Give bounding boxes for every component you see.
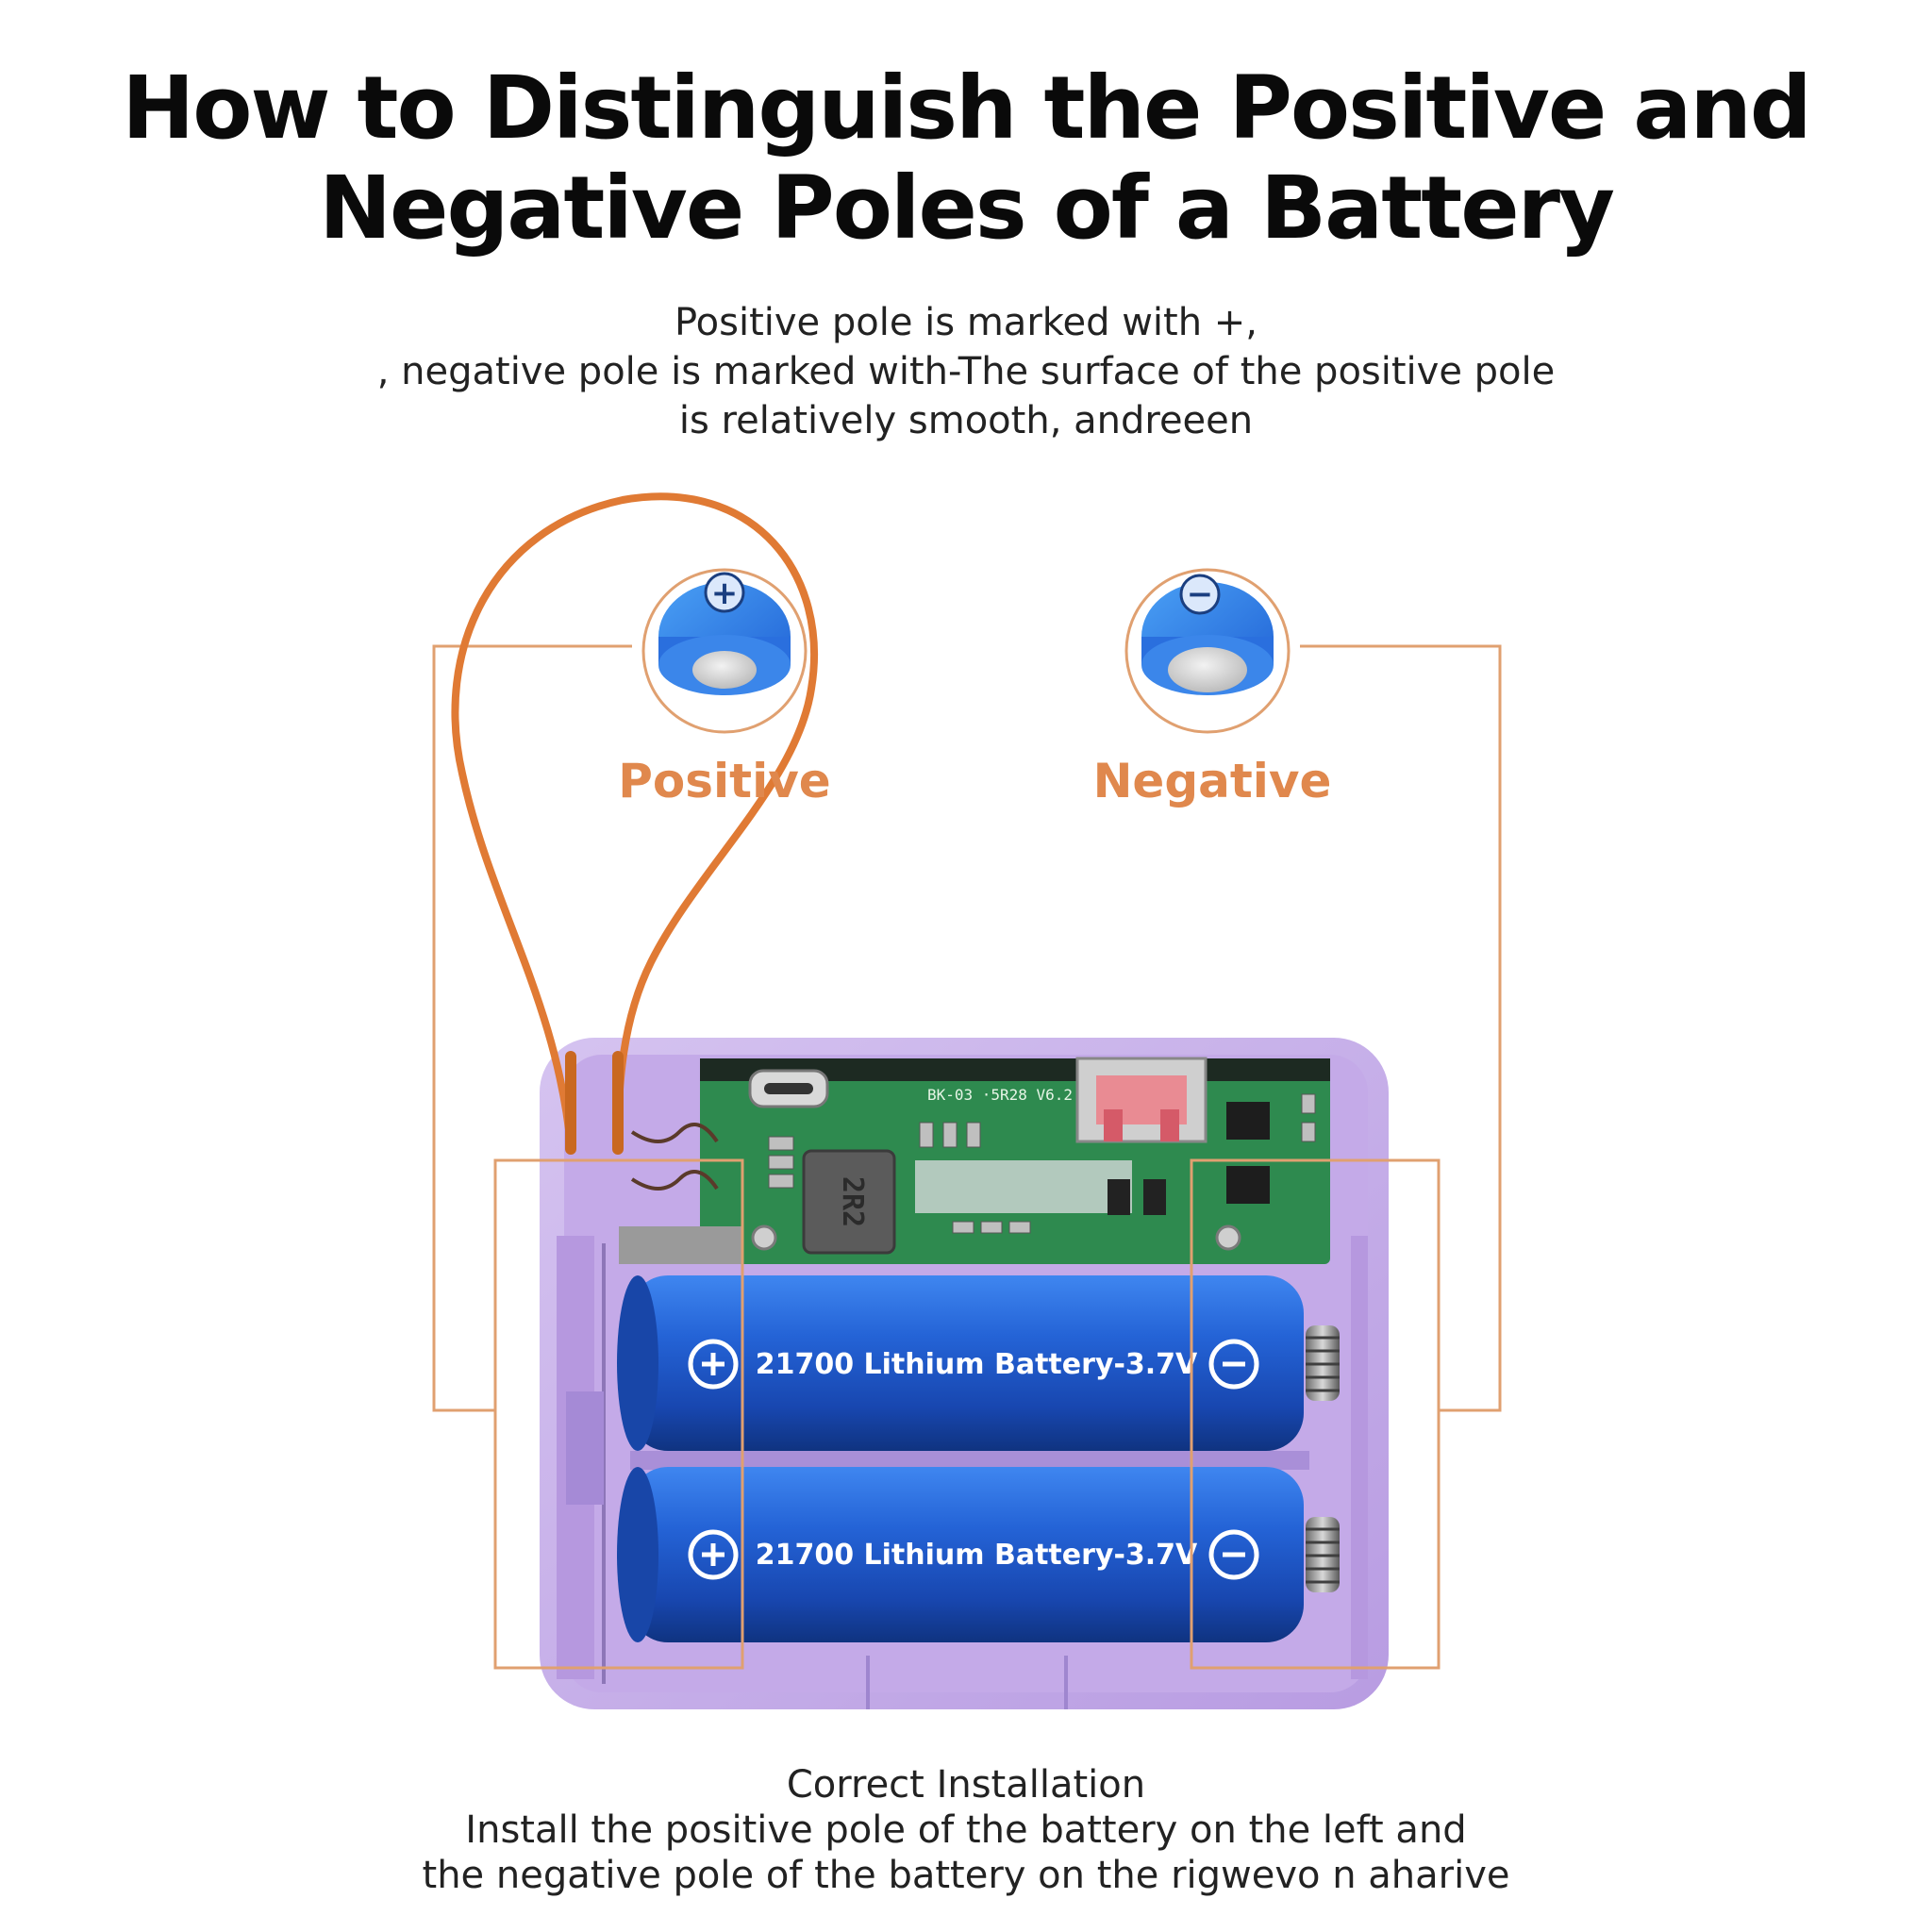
positive-label: Positive bbox=[618, 754, 830, 808]
ic-chip bbox=[1226, 1166, 1270, 1204]
inductor bbox=[802, 1149, 896, 1255]
page-title: How to Distinguish the Positive and Nega… bbox=[0, 58, 1932, 258]
negative-label: Negative bbox=[1093, 754, 1332, 808]
subtitle: Positive pole is marked with +, , negati… bbox=[0, 298, 1932, 445]
battery-2-plus-icon bbox=[688, 1529, 739, 1580]
positive-end-highlight bbox=[493, 1158, 744, 1670]
screw-left bbox=[751, 1224, 777, 1251]
battery-1-plus-icon bbox=[688, 1339, 739, 1390]
negative-end-highlight bbox=[1190, 1158, 1441, 1670]
battery-1: 21700 Lithium Battery-3.7V bbox=[617, 1275, 1304, 1451]
subtitle-line-2: , negative pole is marked with-The surfa… bbox=[376, 350, 1556, 393]
battery-2: 21700 Lithium Battery-3.7V bbox=[617, 1467, 1304, 1642]
footer-heading: Correct Installation bbox=[786, 1763, 1146, 1807]
right-callout-line bbox=[1300, 644, 1502, 1412]
pcb-board: 2R2 BK-03 ·5R28 V6.2 bbox=[619, 1057, 1330, 1264]
inductor-label: 2R2 bbox=[836, 1176, 869, 1227]
battery-2-minus-icon bbox=[1208, 1529, 1259, 1580]
battery-1-minus-icon bbox=[1208, 1339, 1259, 1390]
footer: Correct Installation Install the positiv… bbox=[0, 1762, 1932, 1898]
subtitle-line-3: is relatively smooth, andreeen bbox=[678, 399, 1254, 442]
title-line-2: Negative Poles of a Battery bbox=[319, 158, 1615, 258]
pcb-silkscreen: BK-03 ·5R28 V6.2 bbox=[927, 1086, 1073, 1104]
negative-coin-cell: − bbox=[1124, 568, 1291, 734]
positive-symbol: + bbox=[711, 575, 739, 612]
footer-line-1: Install the positive pole of the battery… bbox=[465, 1808, 1467, 1852]
minus-circle-icon bbox=[1179, 574, 1221, 615]
left-callout-line bbox=[432, 644, 632, 1412]
ic-chip bbox=[1226, 1102, 1270, 1140]
footer-line-2: the negative pole of the battery on the … bbox=[422, 1854, 1510, 1897]
callout-lines bbox=[432, 644, 1502, 1412]
spring-contacts bbox=[1306, 1325, 1340, 1592]
orange-wire bbox=[451, 492, 819, 1150]
plus-circle-icon bbox=[704, 572, 745, 613]
subtitle-line-1: Positive pole is marked with +, bbox=[674, 301, 1258, 344]
negative-symbol: − bbox=[1187, 575, 1214, 613]
positive-coin-cell: + bbox=[641, 568, 808, 734]
battery-2-label: 21700 Lithium Battery-3.7V bbox=[756, 1539, 1198, 1572]
screw-right bbox=[1215, 1224, 1241, 1251]
title-line-1: How to Distinguish the Positive and bbox=[122, 58, 1811, 158]
battery-1-label: 21700 Lithium Battery-3.7V bbox=[756, 1348, 1198, 1381]
